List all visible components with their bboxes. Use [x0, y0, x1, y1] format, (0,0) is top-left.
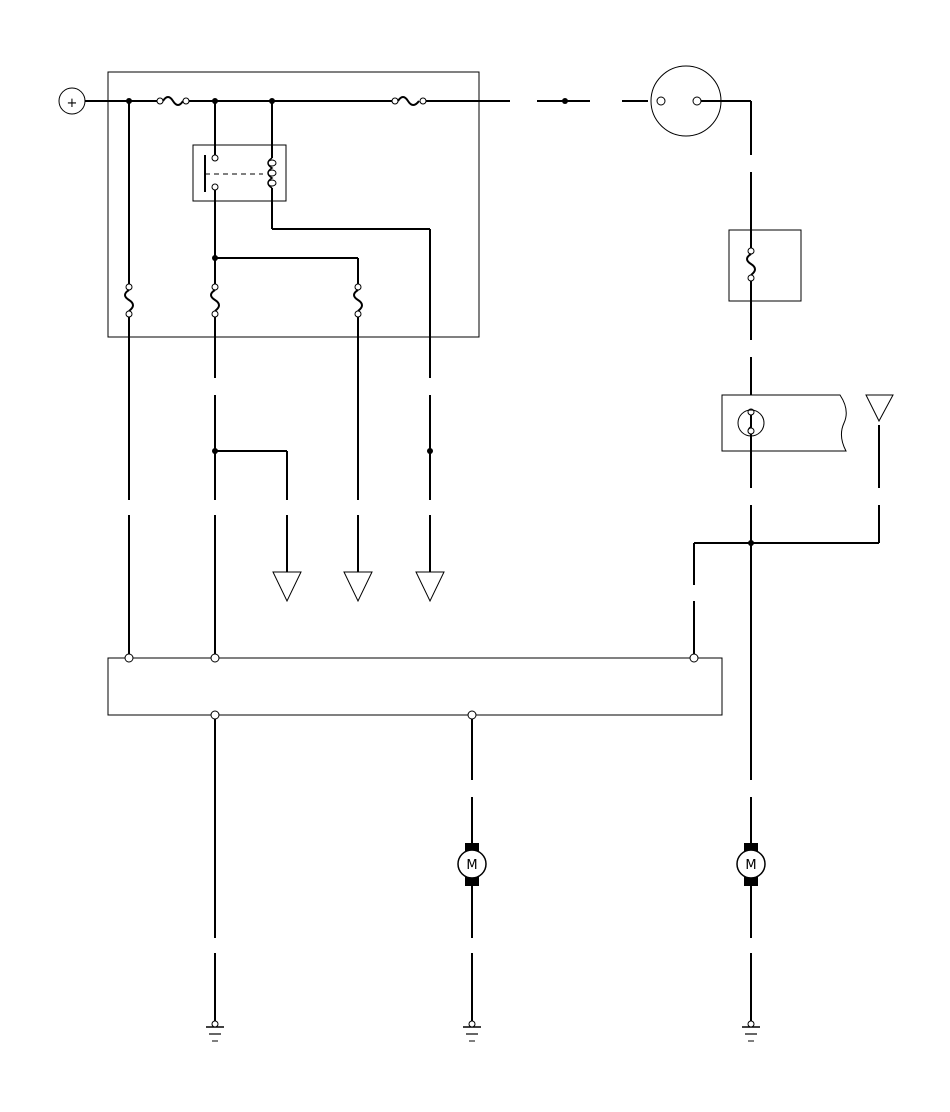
control-module — [107, 657, 723, 716]
motor-label: M — [466, 858, 477, 873]
connector-triangle-icon — [415, 571, 445, 603]
fuse-icon — [156, 96, 190, 106]
main-supply-bus — [85, 98, 648, 104]
ground-icon — [742, 1020, 760, 1042]
right-component-box — [721, 394, 847, 452]
battery-positive-icon: + — [58, 87, 86, 115]
relay-icon — [192, 101, 430, 230]
connector-triangle-icon — [865, 394, 894, 423]
ground-icon — [463, 1020, 481, 1042]
ground-icon — [206, 1020, 224, 1042]
fuse-relay-box — [107, 71, 480, 338]
fuse-icon — [210, 283, 220, 318]
fuse-icon — [391, 96, 427, 106]
connector-triangle-icon — [272, 571, 302, 603]
motor-icon: M — [736, 843, 766, 886]
fuse-icon — [353, 283, 363, 318]
right-fuse-box — [728, 229, 802, 302]
motor-label: M — [745, 858, 756, 873]
connector-triangle-icon — [343, 571, 373, 603]
fuse-icon — [124, 283, 134, 318]
fuse-icon — [746, 247, 756, 282]
battery-symbol: + — [67, 96, 78, 111]
motor-icon: M — [457, 843, 487, 886]
